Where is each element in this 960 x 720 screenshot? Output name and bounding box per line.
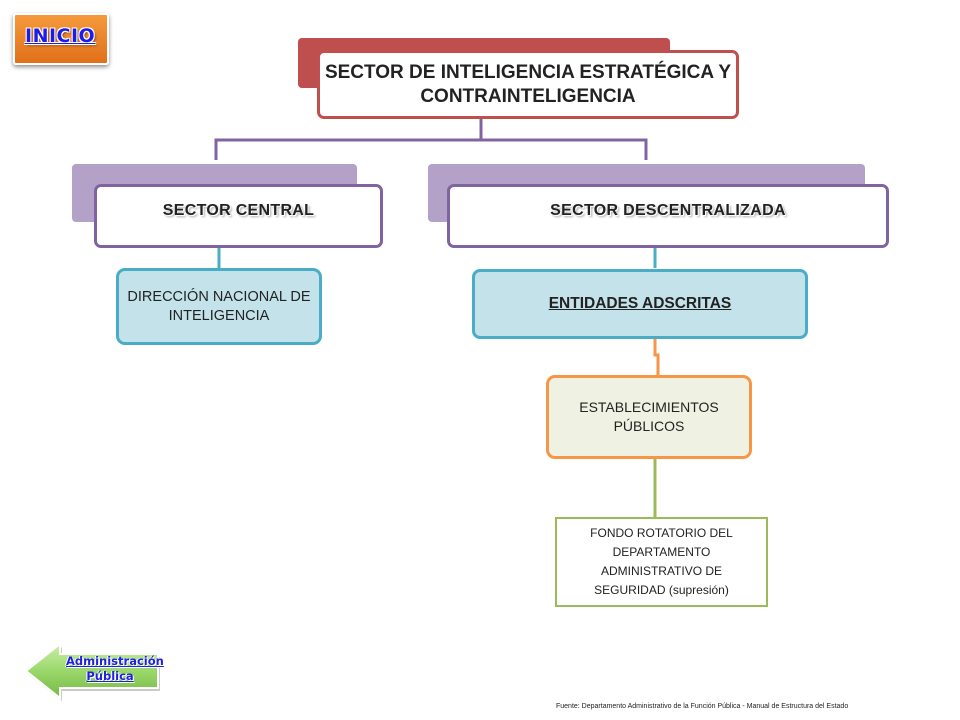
central-sector-node: SECTOR CENTRAL [94, 184, 383, 248]
descentralizada-sector-node: SECTOR DESCENTRALIZADA [447, 184, 889, 248]
direccion-nacional-label: DIRECCIÓN NACIONAL DE INTELIGENCIA [127, 288, 311, 324]
entidades-adscritas-link[interactable]: ENTIDADES ADSCRITAS [548, 295, 732, 312]
descentralizada-sector-label: SECTOR DESCENTRALIZADA [550, 202, 786, 219]
central-sector-label: SECTOR CENTRAL [162, 202, 315, 219]
fondo-rotatorio-node: FONDO ROTATORIO DEL DEPARTAMENTO ADMINIS… [555, 517, 768, 607]
inicio-button[interactable]: INICIO [13, 13, 109, 65]
root-node: SECTOR DE INTELIGENCIA ESTRATÉGICA Y CON… [317, 50, 739, 119]
inicio-label[interactable]: INICIO [25, 25, 96, 47]
connector-entidades [653, 339, 660, 375]
administracion-publica-label[interactable]: Administración Pública [66, 654, 164, 684]
entidades-adscritas-node[interactable]: ENTIDADES ADSCRITAS [472, 269, 808, 339]
administracion-publica-button[interactable]: Administración Pública [22, 640, 164, 704]
establecimientos-publicos-label: ESTABLECIMIENTOS PÚBLICOS [579, 399, 719, 434]
admin-label-line1[interactable]: Administración [66, 654, 164, 668]
fondo-rotatorio-label: FONDO ROTATORIO DEL DEPARTAMENTO ADMINIS… [590, 526, 733, 597]
admin-label-line2[interactable]: Pública [86, 669, 134, 683]
establecimientos-publicos-node: ESTABLECIMIENTOS PÚBLICOS [546, 375, 752, 459]
connector-root [214, 119, 648, 160]
source-footnote: Fuente: Departamento Administrativo de l… [556, 703, 849, 710]
root-node-label: SECTOR DE INTELIGENCIA ESTRATÉGICA Y CON… [324, 61, 732, 107]
direccion-nacional-node: DIRECCIÓN NACIONAL DE INTELIGENCIA [116, 268, 322, 345]
left-arrow-icon [24, 641, 160, 701]
